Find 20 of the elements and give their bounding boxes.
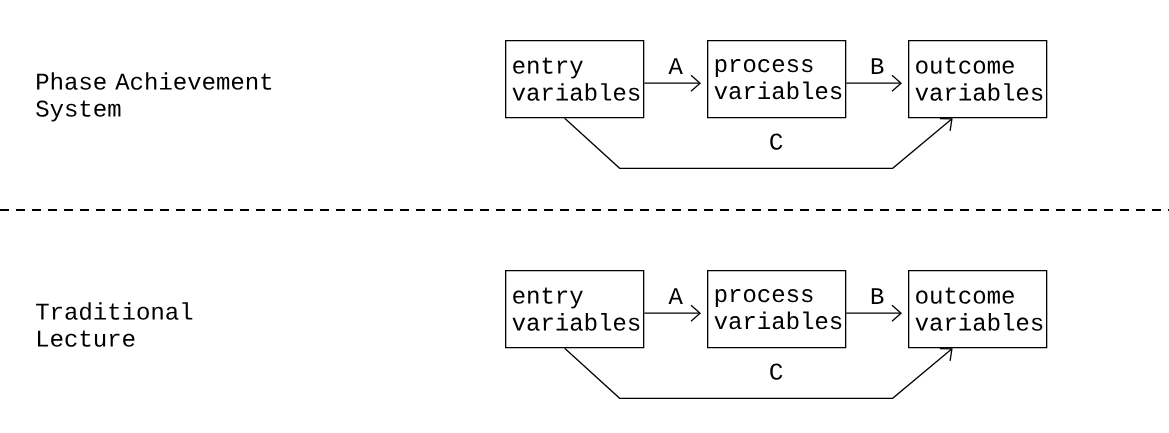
edge-label: C [767, 362, 785, 381]
arrow [845, 304, 902, 322]
text-box: process variables [707, 270, 847, 349]
text-box: outcome variables [908, 270, 1048, 349]
edge-label: A [667, 287, 684, 305]
row-label: Traditional Lecture [36, 302, 193, 347]
arrow [643, 74, 701, 92]
text-box: entry variables [505, 40, 645, 119]
text-box: outcome variables [908, 40, 1048, 119]
text-box: entry variables [505, 270, 645, 349]
arrow [564, 347, 953, 399]
arrow [643, 304, 701, 322]
edge-label: B [868, 57, 886, 75]
row-label: Phase Achievement System [36, 72, 272, 122]
edge-label: C [767, 132, 785, 151]
arrow [845, 74, 902, 92]
arrow [564, 117, 953, 169]
text-box: process variables [707, 40, 847, 119]
edge-label: B [868, 287, 886, 305]
edge-label: A [667, 57, 684, 75]
